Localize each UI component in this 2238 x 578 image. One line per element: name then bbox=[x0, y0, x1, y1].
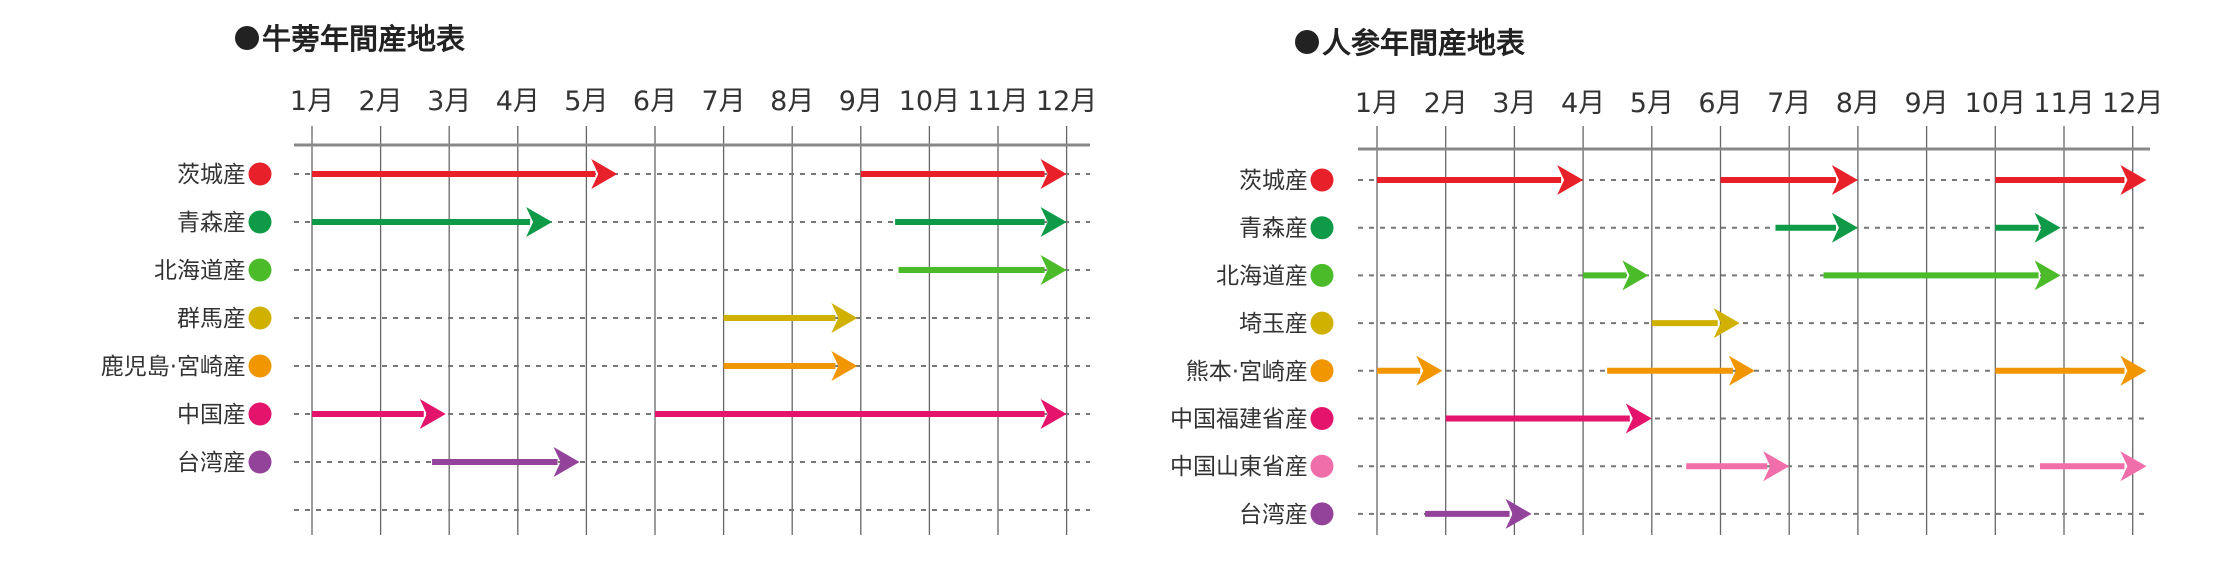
title-bullet-icon bbox=[1295, 30, 1319, 54]
legend-dot-icon bbox=[248, 162, 272, 186]
legend-dot-icon bbox=[1310, 359, 1334, 383]
month-tick-label: 5月 bbox=[1630, 88, 1674, 119]
period-arrow-head bbox=[2120, 451, 2147, 482]
period-arrow-head bbox=[1040, 399, 1067, 429]
period-arrow-head bbox=[1763, 451, 1790, 482]
title-bullet-icon bbox=[235, 26, 259, 50]
row-label: 青森産 bbox=[1239, 216, 1308, 242]
month-tick-label: 12月 bbox=[2102, 88, 2163, 119]
row-label: 中国産 bbox=[177, 402, 246, 428]
row-label: 青森産 bbox=[177, 210, 246, 236]
period-arrow-head bbox=[591, 159, 618, 189]
period-arrow-head bbox=[526, 207, 553, 237]
month-tick-label: 11月 bbox=[967, 86, 1028, 117]
period-arrow-head bbox=[1728, 355, 1755, 386]
month-tick-label: 8月 bbox=[1836, 88, 1880, 119]
row-label: 群馬産 bbox=[177, 306, 246, 332]
month-tick-label: 2月 bbox=[1424, 88, 1468, 119]
legend-dot-icon bbox=[248, 450, 272, 474]
period-arrow-head bbox=[553, 447, 580, 477]
month-tick-label: 4月 bbox=[496, 86, 540, 117]
month-tick-label: 6月 bbox=[633, 86, 677, 117]
row-label: 熊本·宮崎産 bbox=[1186, 359, 1308, 385]
period-arrow-head bbox=[1040, 255, 1067, 285]
period-arrow-head bbox=[1831, 165, 1858, 195]
period-arrow-head bbox=[1625, 403, 1652, 434]
chart-title: 人参年間産地表 bbox=[1322, 26, 1525, 60]
month-tick-label: 9月 bbox=[1905, 88, 1949, 119]
month-tick-label: 6月 bbox=[1698, 88, 1742, 119]
legend-dot-icon bbox=[248, 258, 272, 282]
month-tick-label: 3月 bbox=[427, 86, 471, 117]
period-arrow-head bbox=[1557, 165, 1584, 195]
period-arrow-head bbox=[831, 303, 858, 333]
month-tick-label: 8月 bbox=[770, 86, 814, 117]
period-arrow-head bbox=[2120, 165, 2147, 195]
row-label: 中国山東省産 bbox=[1170, 454, 1308, 480]
period-arrow-head bbox=[2120, 355, 2147, 386]
month-tick-label: 7月 bbox=[1767, 88, 1811, 119]
legend-dot-icon bbox=[1310, 216, 1334, 240]
row-label: 台湾産 bbox=[1239, 502, 1308, 528]
month-tick-label: 12月 bbox=[1036, 86, 1097, 117]
month-tick-label: 10月 bbox=[899, 86, 960, 117]
row-label: 茨城産 bbox=[1239, 168, 1308, 194]
row-label: 北海道産 bbox=[154, 258, 246, 284]
legend-dot-icon bbox=[1310, 168, 1334, 192]
period-arrow-head bbox=[419, 399, 446, 429]
month-tick-label: 9月 bbox=[839, 86, 883, 117]
month-tick-label: 11月 bbox=[2033, 88, 2094, 119]
month-tick-label: 3月 bbox=[1492, 88, 1536, 119]
chart-title: 牛蒡年間産地表 bbox=[262, 22, 465, 56]
period-arrow-head bbox=[1416, 355, 1443, 386]
row-label: 中国福建省産 bbox=[1170, 407, 1308, 433]
legend-dot-icon bbox=[248, 354, 272, 378]
month-tick-label: 1月 bbox=[290, 86, 334, 117]
legend-dot-icon bbox=[1310, 502, 1334, 526]
month-tick-label: 4月 bbox=[1561, 88, 1605, 119]
legend-dot-icon bbox=[248, 306, 272, 330]
period-arrow-head bbox=[1831, 212, 1858, 243]
period-arrow-head bbox=[1040, 207, 1067, 237]
legend-dot-icon bbox=[1310, 263, 1334, 287]
month-tick-label: 2月 bbox=[359, 86, 403, 117]
row-label: 埼玉産 bbox=[1239, 311, 1308, 337]
period-arrow-head bbox=[2034, 212, 2061, 243]
row-label: 茨城産 bbox=[177, 162, 246, 188]
legend-dot-icon bbox=[1310, 454, 1334, 478]
period-arrow-head bbox=[1505, 498, 1532, 529]
period-arrow-head bbox=[1713, 308, 1740, 339]
row-label: 北海道産 bbox=[1216, 263, 1308, 289]
row-label: 台湾産 bbox=[177, 450, 246, 476]
legend-dot-icon bbox=[248, 402, 272, 426]
month-tick-label: 1月 bbox=[1355, 88, 1399, 119]
month-tick-label: 7月 bbox=[702, 86, 746, 117]
month-tick-label: 10月 bbox=[1965, 88, 2026, 119]
row-label: 鹿児島·宮崎産 bbox=[101, 354, 246, 380]
legend-dot-icon bbox=[1310, 311, 1334, 335]
month-tick-label: 5月 bbox=[564, 86, 608, 117]
period-arrow-head bbox=[2034, 260, 2061, 291]
period-arrow-head bbox=[831, 351, 858, 381]
legend-dot-icon bbox=[1310, 407, 1334, 430]
legend-dot-icon bbox=[248, 210, 272, 234]
period-arrow-head bbox=[1622, 260, 1649, 291]
period-arrow-head bbox=[1040, 159, 1067, 189]
